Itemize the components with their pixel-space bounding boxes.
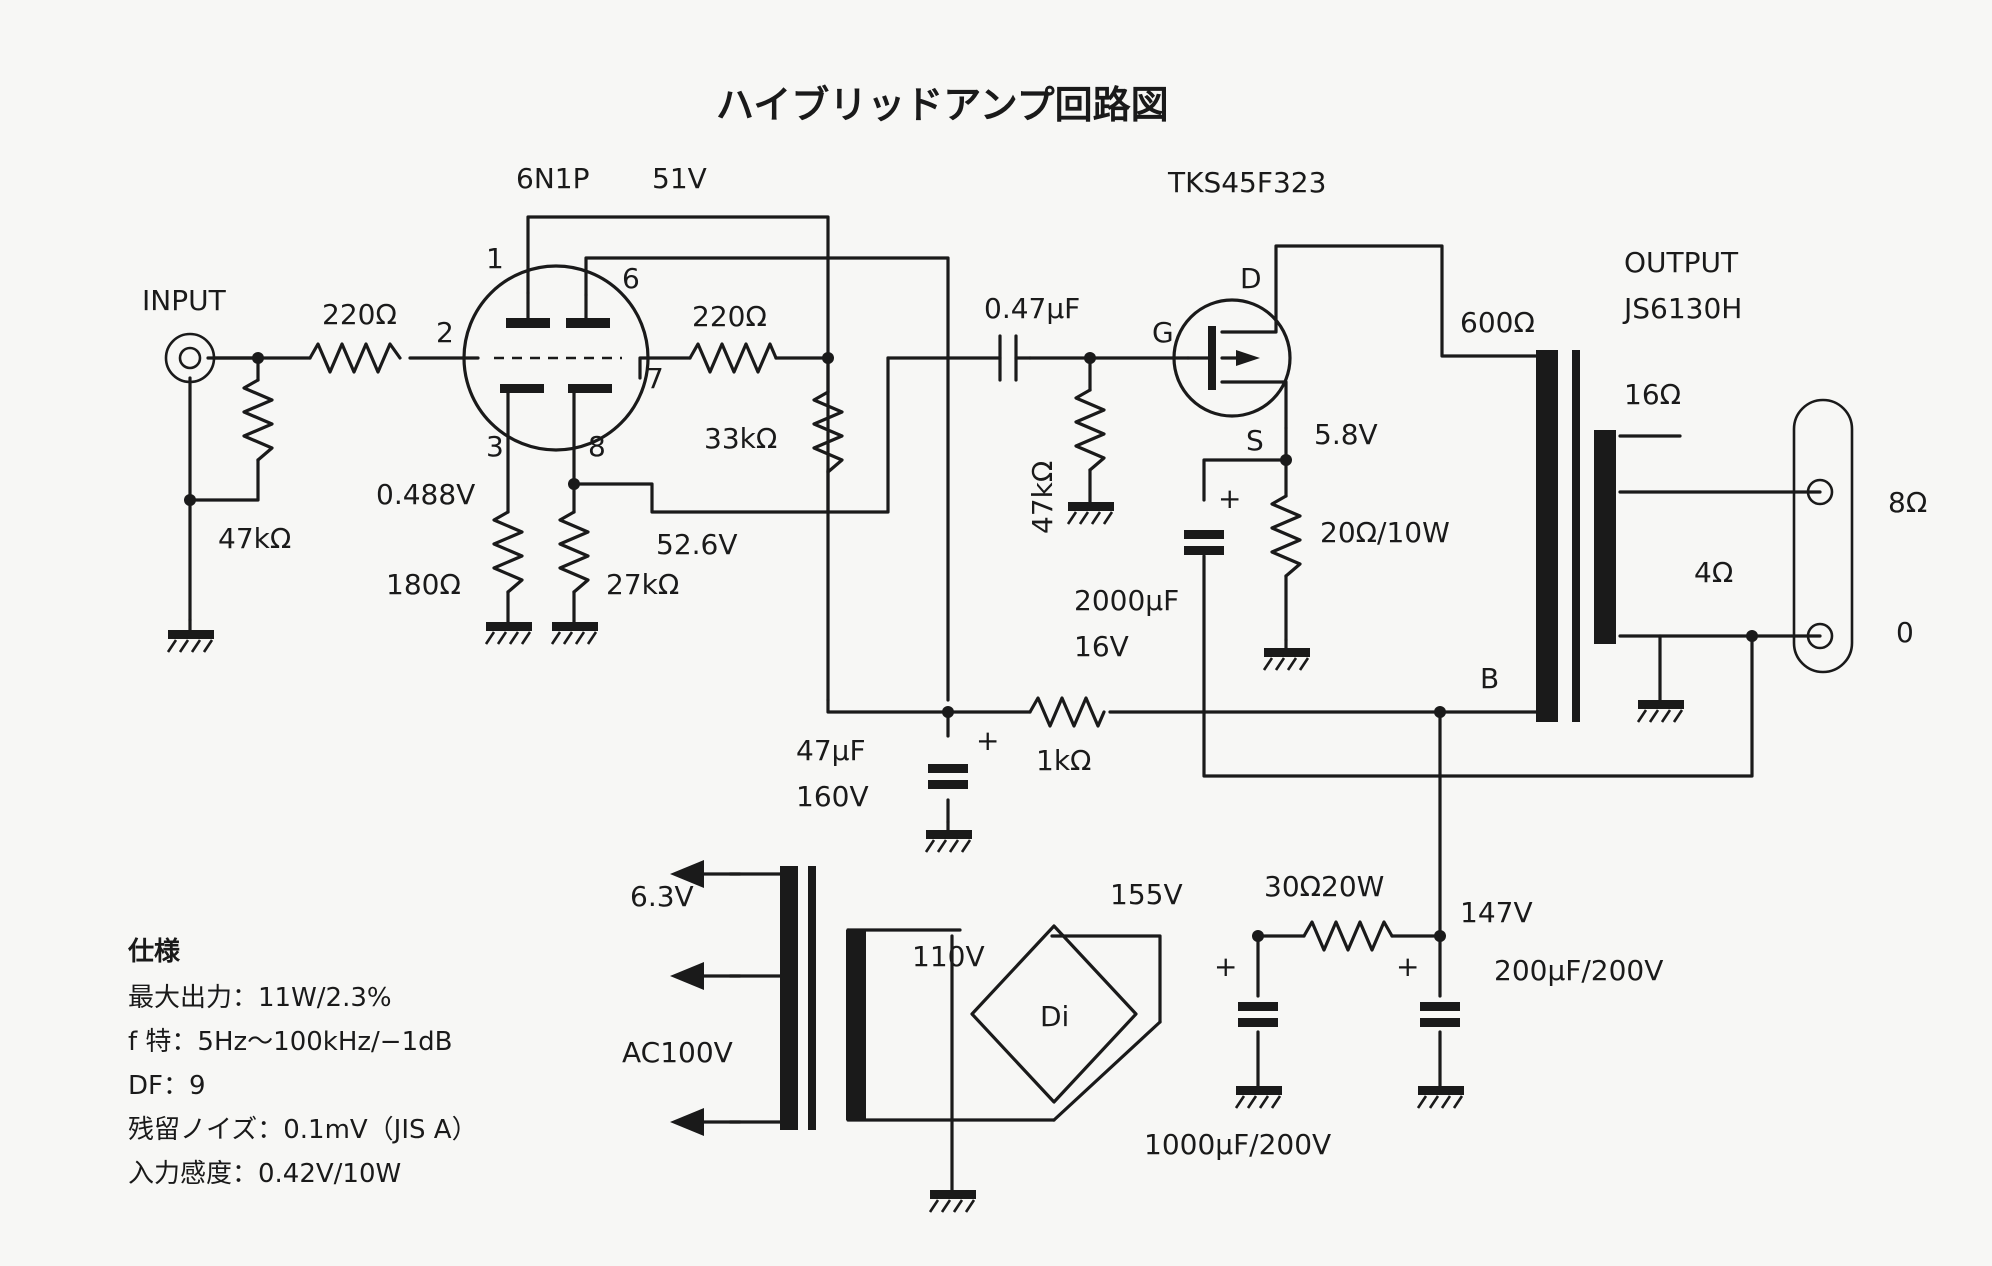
pin6-label: 6 (622, 262, 640, 295)
bridge-rectifier-icon (970, 924, 1138, 1104)
electrolytic-capacitor-2000uf-icon (1184, 530, 1224, 555)
voltage-147-label: 147V (1460, 896, 1533, 929)
r220-grid-label: 220Ω (692, 300, 767, 333)
terminal-0-label: 0 (1896, 616, 1914, 649)
tube-type-label: 6N1P (516, 162, 589, 195)
ground-icon (1066, 502, 1114, 525)
resistor-33k (812, 390, 844, 474)
source-label: S (1246, 424, 1264, 457)
cap-plus-200: + (1396, 950, 1419, 983)
spec-noise: 残留ノイズ：0.1mV（JIS A） (128, 1115, 478, 1145)
r1k-label: 1kΩ (1036, 744, 1091, 777)
coupling-capacitor-icon (998, 334, 1032, 382)
electrolytic-capacitor-200uf-icon (1420, 1002, 1460, 1027)
r27k-label: 27kΩ (606, 568, 679, 601)
output-transformer-label: JS6130H (1622, 292, 1742, 325)
electrolytic-capacitor-47uf-icon (928, 764, 968, 789)
resistor-30-20w (1302, 920, 1394, 952)
input-label: INPUT (142, 284, 227, 317)
gate-label: G (1152, 316, 1174, 349)
voltage-52-label: 52.6V (656, 528, 738, 561)
resistor-220-input (308, 342, 402, 374)
r33k-label: 33kΩ (704, 422, 777, 455)
resistor-220-grid (688, 342, 778, 374)
r20-label: 20Ω/10W (1320, 516, 1450, 549)
electrolytic-capacitor-1000uf-icon (1238, 1002, 1278, 1027)
resistor-20-source (1270, 494, 1302, 578)
ground-icon (1262, 638, 1310, 671)
pin2-label: 2 (436, 316, 454, 349)
pin1-label: 1 (486, 242, 504, 275)
fet-type-label: TKS45F323 (1167, 166, 1326, 199)
vacuum-tube-6n1p-icon (462, 264, 650, 452)
spec-heading: 仕様 (127, 936, 181, 967)
primary-impedance-label: 600Ω (1460, 306, 1535, 339)
speaker-terminal-icon (1792, 398, 1854, 674)
diagram-title: ハイブリッドアンプ回路図 (716, 83, 1169, 127)
spec-power: 最大出力：11W/2.3% (128, 983, 392, 1013)
ground-icon (484, 622, 532, 645)
cap-plus-2000: + (1218, 482, 1241, 515)
c2000-label: 2000μF (1074, 584, 1179, 617)
output-label: OUTPUT (1624, 246, 1739, 279)
cap-plus-1000: + (1214, 950, 1237, 983)
pin7-label: 7 (646, 362, 664, 395)
r47k-in-label: 47kΩ (218, 522, 291, 555)
output-transformer-js6130h-icon (1536, 350, 1616, 722)
ground-icon (928, 1190, 976, 1213)
c200-label: 200μF/200V (1494, 954, 1663, 987)
c1000-label: 1000μF/200V (1144, 1128, 1331, 1161)
pin8-label: 8 (588, 430, 606, 463)
spec-frequency: f 特：5Hz〜100kHz/−1dB (128, 1027, 452, 1057)
resistor-27k (558, 510, 590, 594)
terminal-8-label: 8Ω (1888, 486, 1927, 519)
input-jack-icon (164, 332, 260, 384)
resistor-47k-input (242, 378, 274, 462)
labels: ハイブリッドアンプ回路図 6N1P 51V TKS45F323 OUTPUT J… (127, 83, 1927, 1189)
spec-df: DF：9 (128, 1071, 206, 1101)
ground-icon (1416, 1086, 1464, 1109)
ground-symbols (166, 502, 1684, 1213)
pin3-label: 3 (486, 430, 504, 463)
b-plus-label: B (1480, 662, 1499, 695)
mains-label: AC100V (622, 1036, 733, 1069)
ground-icon (924, 820, 972, 853)
voltage-155-label: 155V (1110, 878, 1183, 911)
drain-label: D (1240, 262, 1262, 295)
cap-plus-47: + (976, 724, 999, 757)
capacitors (928, 334, 1460, 1027)
r30-label: 30Ω20W (1264, 870, 1384, 903)
resistor-47k-gate (1074, 388, 1106, 472)
mosfet-tks45f323-icon (1172, 298, 1292, 430)
tap-16-label: 16Ω (1624, 378, 1681, 411)
r180-label: 180Ω (386, 568, 461, 601)
spec-sensitivity: 入力感度：0.42V/10W (128, 1159, 401, 1189)
resistor-180 (492, 510, 524, 594)
resistor-1k (1028, 696, 1106, 728)
r47k-gate-label: 47kΩ (1026, 461, 1059, 534)
heater-voltage-label: 6.3V (630, 880, 694, 913)
source-voltage-label: 5.8V (1314, 418, 1378, 451)
power-transformer-icon (670, 860, 866, 1136)
cathode-voltage-label: 0.488V (376, 478, 475, 511)
junctions (184, 352, 1758, 942)
ground-icon (1636, 700, 1684, 723)
resistors (242, 342, 1394, 952)
c2000-voltage-label: 16V (1074, 630, 1129, 663)
voltage-110-label: 110V (912, 940, 985, 973)
plate-voltage-label: 51V (652, 162, 707, 195)
diode-label: Di (1040, 1000, 1069, 1033)
ground-icon (550, 622, 598, 645)
coupling-cap-label: 0.47μF (984, 292, 1080, 325)
ground-icon (166, 618, 214, 653)
c47uf-voltage-label: 160V (796, 780, 869, 813)
r220-in-label: 220Ω (322, 298, 397, 331)
ground-icon (1234, 1086, 1282, 1109)
c47uf-label: 47μF (796, 734, 866, 767)
tap-4-label: 4Ω (1694, 556, 1733, 589)
